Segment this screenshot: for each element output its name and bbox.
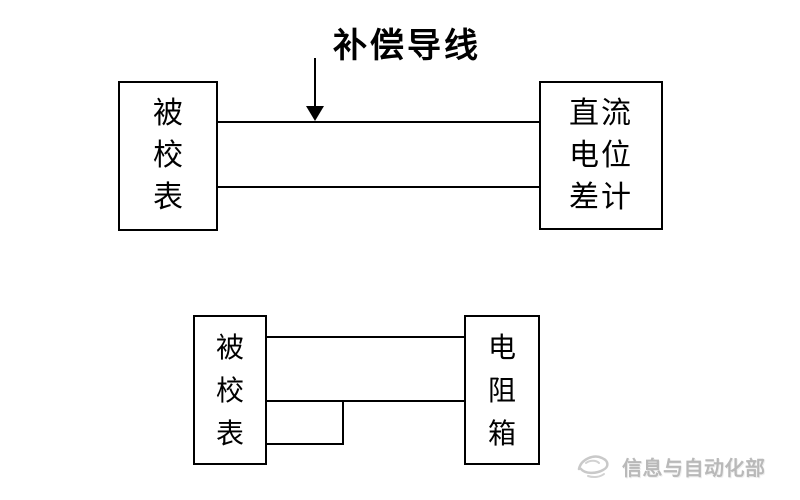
box-row: 直流 (569, 95, 633, 131)
wire-bottom-middle (266, 400, 465, 402)
dc-potentiometer-box: 直流 电位 差计 (539, 81, 663, 230)
meter-under-test-box-top: 被 校 表 (118, 81, 218, 231)
box-char: 箱 (487, 416, 516, 450)
box-char: 被 (215, 330, 244, 364)
meter-under-test-box-bottom: 被 校 表 (193, 315, 267, 465)
wire-top-lower (217, 186, 540, 188)
watermark-text: 信息与自动化部 (622, 457, 766, 480)
down-arrow-icon (314, 58, 316, 107)
box-char: 表 (153, 180, 183, 215)
box-char: 被 (153, 96, 183, 131)
wire-bottom-upper (266, 336, 465, 338)
watermark: 信息与自动化部 (572, 447, 766, 485)
resistance-box: 电 阻 箱 (464, 315, 540, 465)
box-char: 阻 (487, 373, 516, 407)
swirl-logo-icon (577, 455, 609, 479)
box-row: 差计 (569, 179, 633, 215)
box-char: 电 (487, 330, 516, 364)
box-row: 电位 (569, 137, 633, 173)
wire-top-upper (217, 121, 540, 123)
wire-bottom-vertical-link (342, 400, 344, 445)
wire-bottom-stub (266, 443, 344, 445)
box-char: 表 (215, 416, 244, 450)
down-arrow-head-icon (306, 106, 324, 121)
box-char: 校 (153, 138, 183, 173)
box-char: 校 (215, 373, 244, 407)
compensation-wire-title: 补偿导线 (333, 27, 481, 65)
